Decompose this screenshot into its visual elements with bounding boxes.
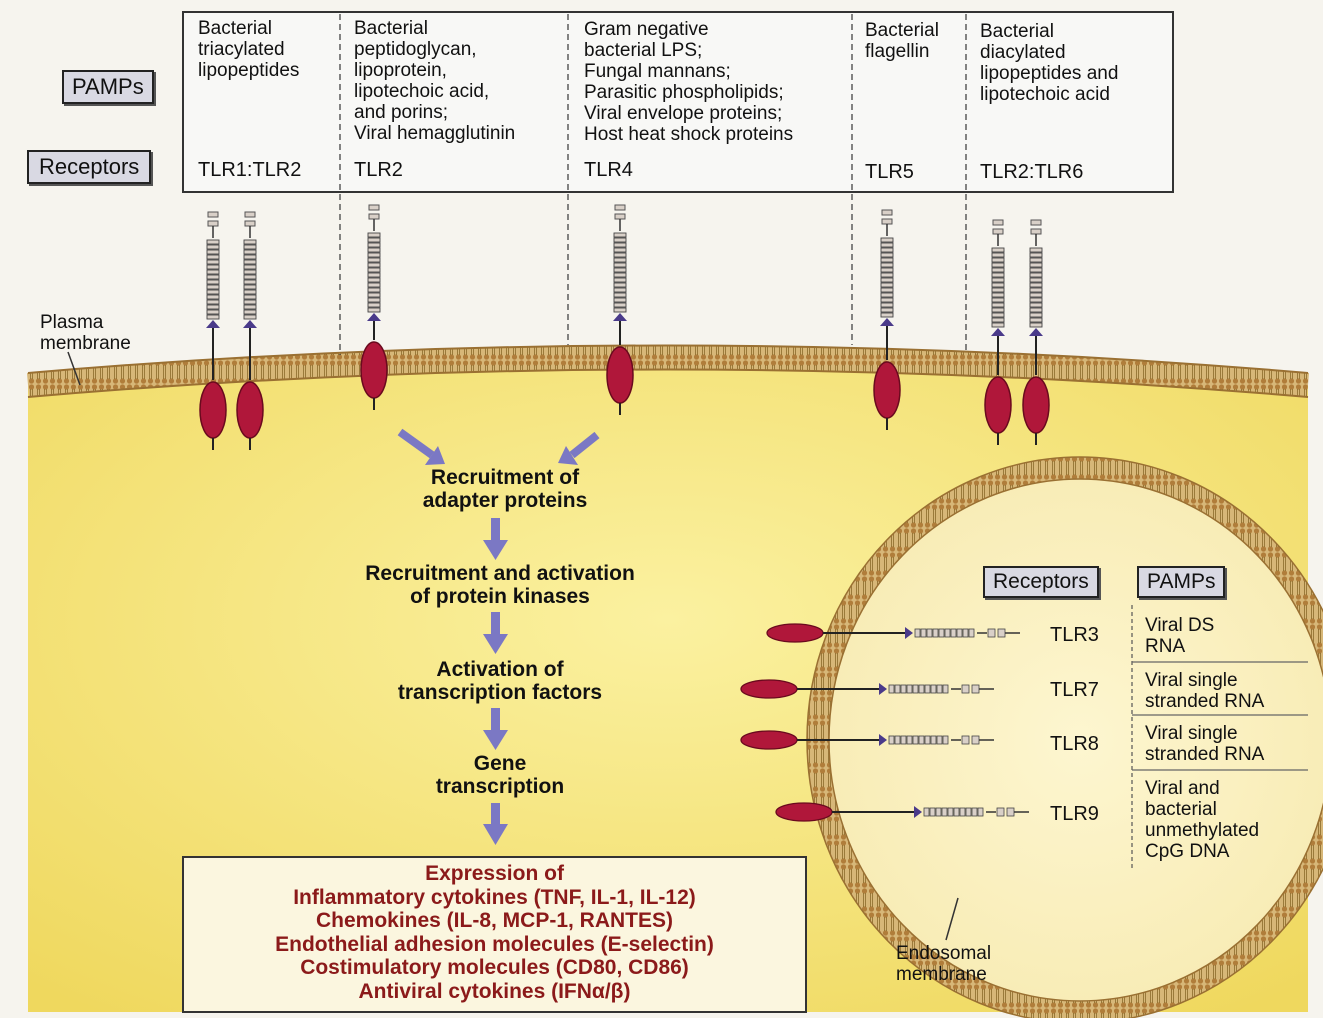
expression-item: Endothelial adhesion molecules (E-select… [185,933,804,957]
pamps-col-3: Gram negative bacterial LPS; Fungal mann… [584,19,793,145]
pamps-col-4: Bacterial flagellin [865,20,939,62]
endo-receptor-tlr8: TLR8 [1050,733,1099,756]
pamps-col-5: Bacterial diacylated lipopeptides and li… [980,21,1118,105]
tlr2-receptor [985,220,1011,445]
receptor-tlr1-tlr2: TLR1:TLR2 [198,159,301,182]
receptors-label: Receptors [27,150,151,184]
receptor-tlr4: TLR4 [584,159,633,182]
expression-item: Inflammatory cytokines (TNF, IL-1, IL-12… [185,886,804,910]
pamps-label: PAMPs [62,70,154,104]
plasma-membrane-label: Plasma membrane [40,312,131,354]
expression-item: Chemokines (IL-8, MCP-1, RANTES) [185,909,804,933]
receptor-tlr2: TLR2 [354,159,403,182]
endosome-pamps-label: PAMPs [1137,566,1225,598]
expression-list: Expression of Inflammatory cytokines (TN… [185,862,804,1003]
expression-item: Antiviral cytokines (IFNα/β) [185,980,804,1004]
endosome-receptors-label: Receptors [983,566,1099,598]
expression-item: Costimulatory molecules (CD80, CD86) [185,956,804,980]
tlr4-receptor [607,205,633,415]
endosomal-membrane-label: Endosomal membrane [896,943,991,985]
tlr5-receptor [874,210,900,430]
pamps-col-1: Bacterial triacylated lipopeptides [198,18,299,81]
tlr6-receptor [1023,220,1049,445]
tlr2-receptor [361,205,387,410]
receptor-tlr2-tlr6: TLR2:TLR6 [980,161,1083,184]
endo-receptor-tlr7: TLR7 [1050,679,1099,702]
endo-receptor-tlr9: TLR9 [1050,803,1099,826]
endo-receptor-tlr3: TLR3 [1050,624,1099,647]
pamps-col-2: Bacterial peptidoglycan, lipoprotein, li… [354,18,515,144]
receptor-tlr5: TLR5 [865,161,914,184]
tlr1-receptor [200,212,226,450]
tlr2-receptor [237,212,263,450]
expression-heading: Expression of [185,862,804,886]
